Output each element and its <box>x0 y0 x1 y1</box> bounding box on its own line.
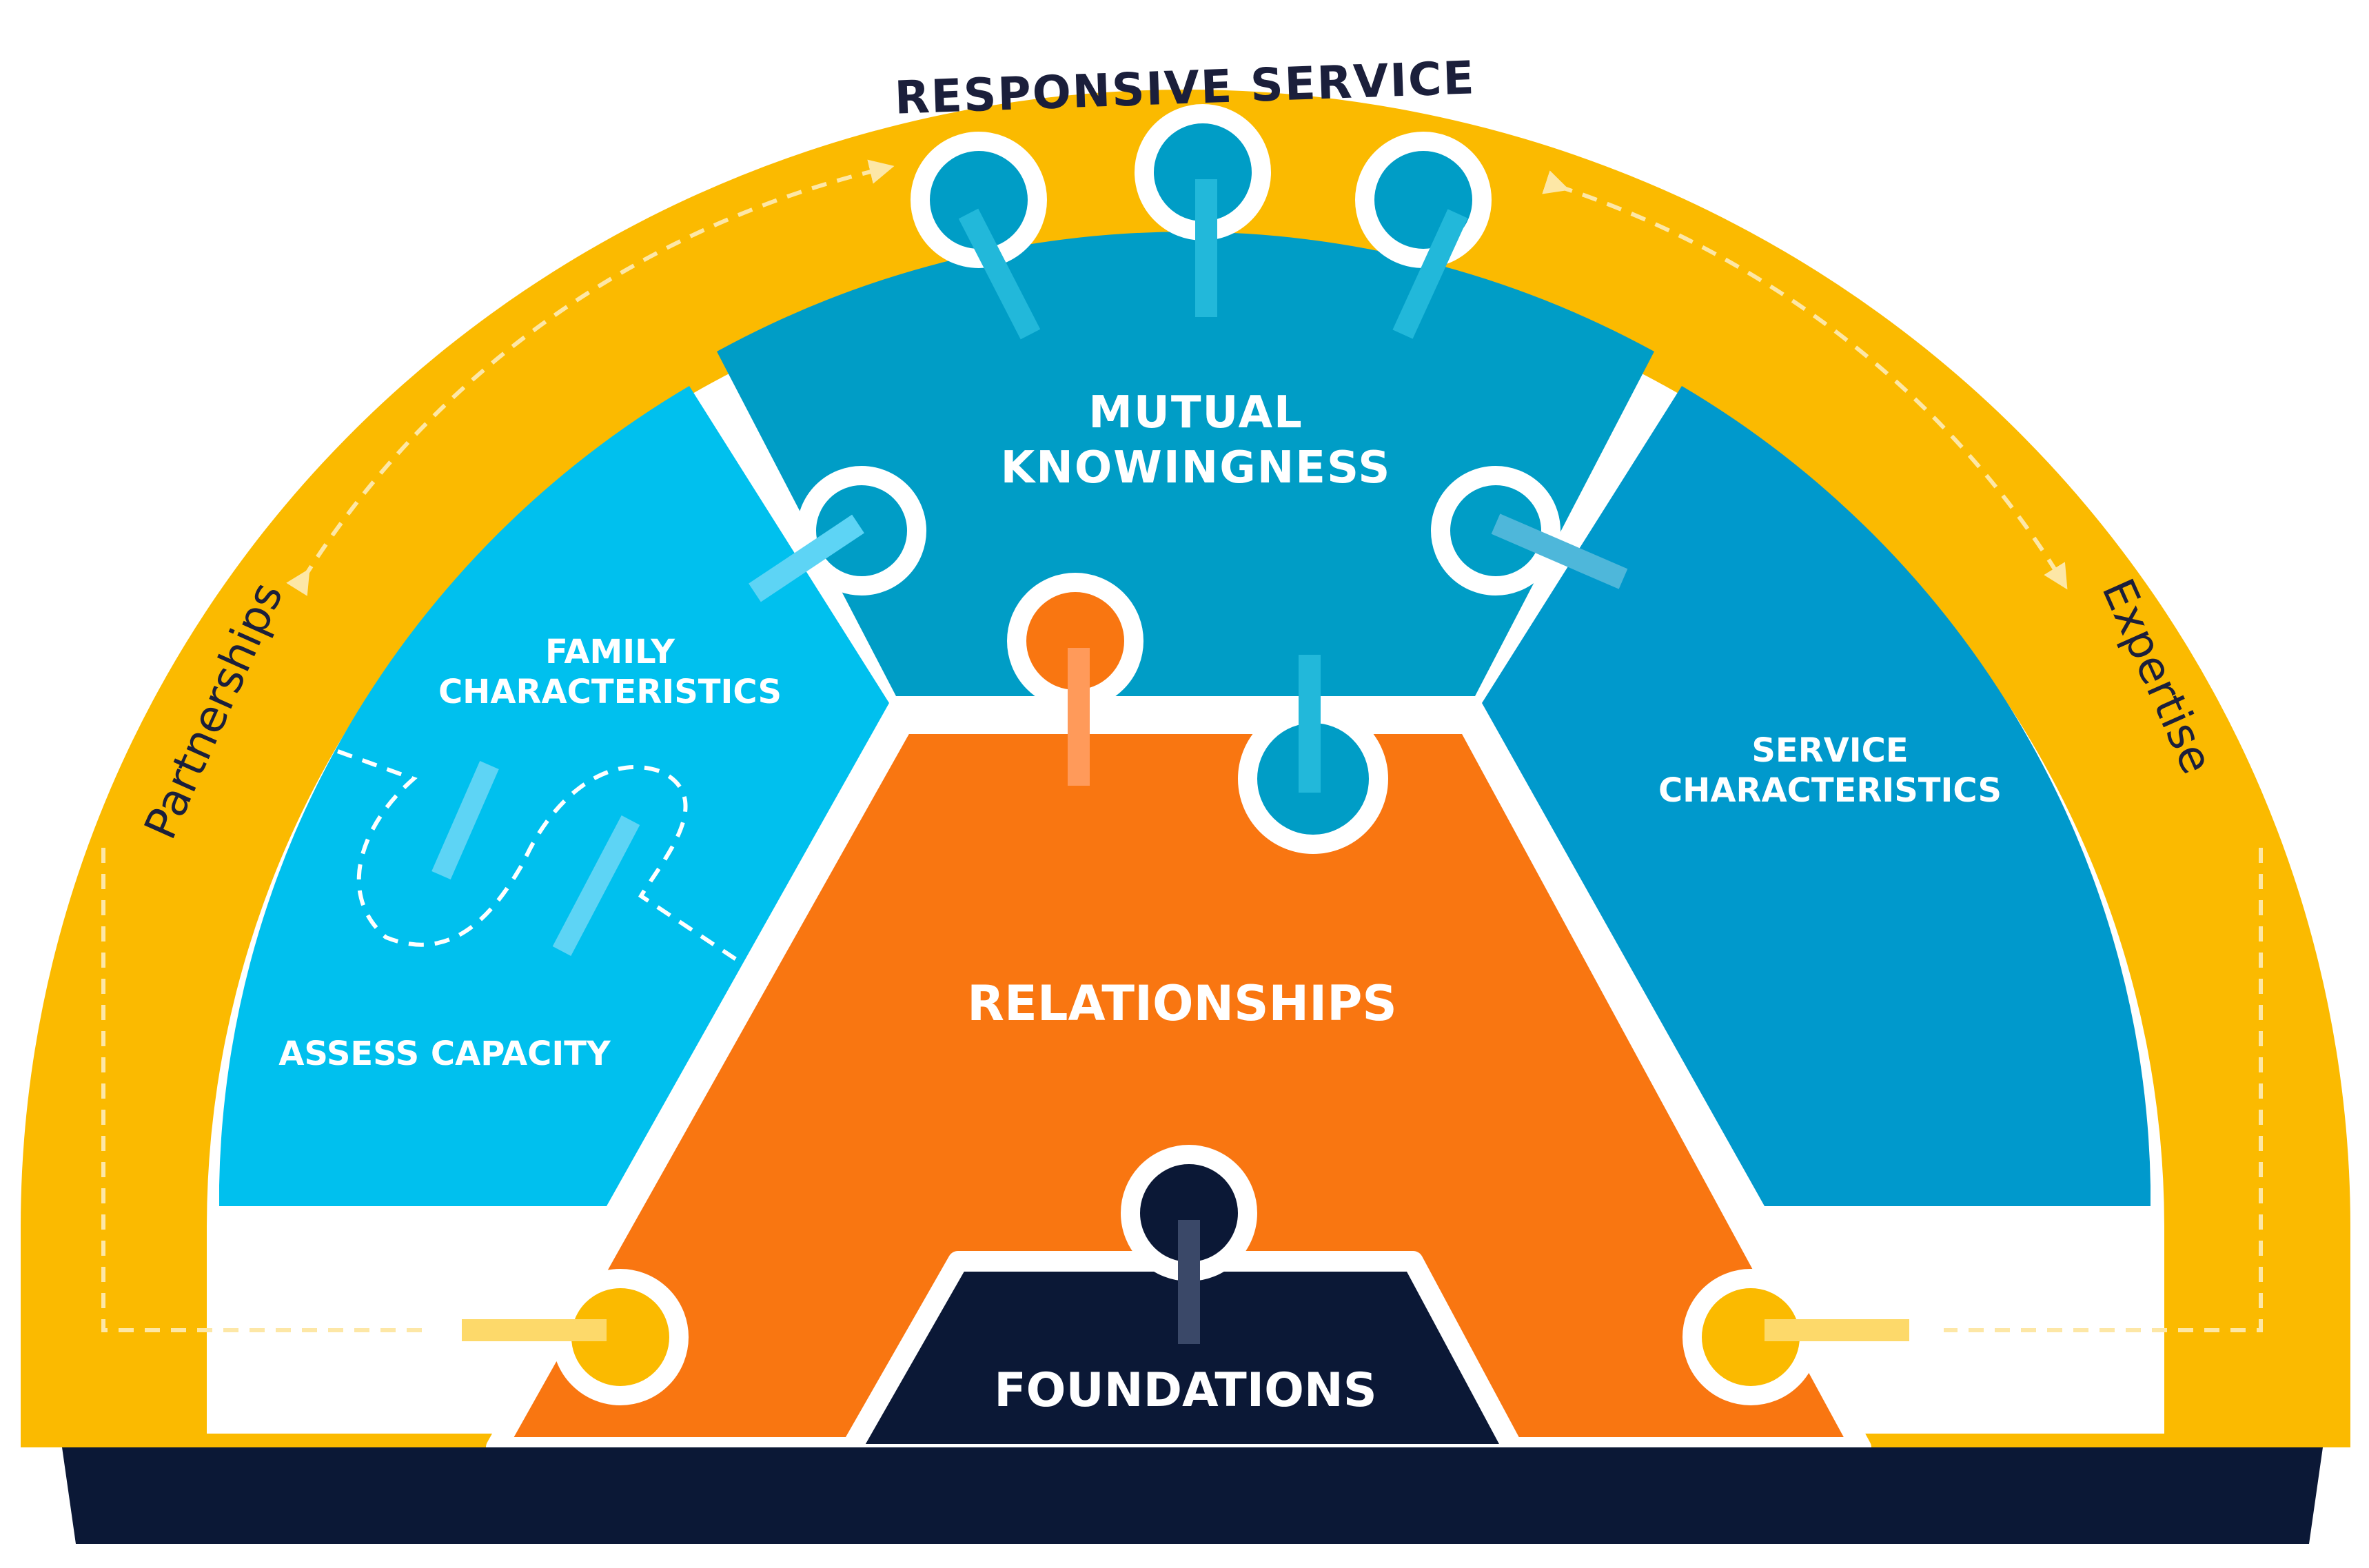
service-characteristics-sector <box>1482 386 2151 1206</box>
mutual-knowingness-title-line2: KNOWINGNESS <box>1001 442 1392 493</box>
arrow-icon <box>431 179 1909 1344</box>
mutual-knowingness-title-line1: MUTUAL <box>1088 387 1303 438</box>
puzzle-knob-icon <box>911 132 1047 268</box>
mutual-knowingness-sector <box>717 232 1654 696</box>
service-characteristics-title-line2: CHARACTERISTICS <box>1658 771 2002 810</box>
puzzle-knob-icon <box>1355 132 1492 268</box>
base-bar <box>62 1447 2323 1544</box>
foundations-title: FOUNDATIONS <box>994 1363 1377 1418</box>
service-characteristics-title-line1: SERVICE <box>1751 731 1908 770</box>
dashed-cycle-arrow-icon <box>101 159 2263 1332</box>
dashed-cycle-arrow-icon <box>336 749 746 967</box>
family-characteristics-title-line1: FAMILY <box>545 633 675 671</box>
assess-capacity-label: ASSESS CAPACITY <box>278 1035 611 1073</box>
relationships-title: RELATIONSHIPS <box>967 975 1397 1032</box>
family-characteristics-title-line2: CHARACTERISTICS <box>438 673 782 711</box>
